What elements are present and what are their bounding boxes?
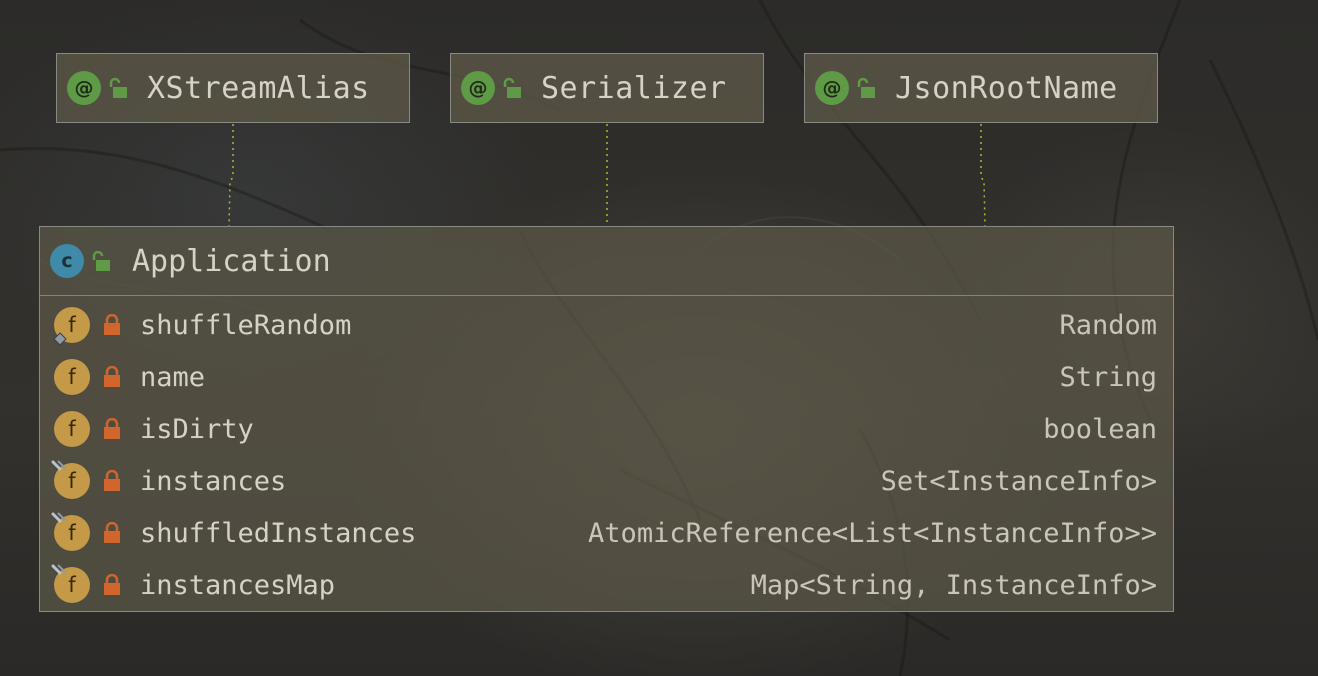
class-application[interactable]: c Application f shuffleRandom Random [39, 226, 1174, 612]
field-row[interactable]: f name String [40, 351, 1173, 403]
annotation-icon: @ [815, 71, 849, 105]
field-name: isDirty [140, 413, 254, 445]
class-icon: c [50, 244, 84, 278]
public-unlock-icon [92, 250, 110, 271]
annotation-name: JsonRootName [895, 70, 1118, 106]
field-type: Set<InstanceInfo> [880, 465, 1157, 497]
final-pin-icon [51, 512, 66, 523]
field-name: name [140, 361, 206, 393]
field-row[interactable]: f instances Set<InstanceInfo> [40, 455, 1173, 507]
private-lock-icon [104, 522, 120, 543]
field-icon: f [54, 411, 90, 447]
public-unlock-icon [857, 77, 875, 98]
final-pin-icon [51, 564, 66, 575]
private-lock-icon [104, 418, 120, 439]
annotation-icon: @ [67, 71, 101, 105]
field-type: AtomicReference<List<InstanceInfo>> [588, 517, 1157, 549]
field-row[interactable]: f shuffleRandom Random [40, 299, 1173, 351]
field-row[interactable]: f shuffledInstances AtomicReference<List… [40, 507, 1173, 559]
public-unlock-icon [503, 77, 521, 98]
annotation-serializer[interactable]: @ Serializer [450, 53, 764, 123]
annotation-name: XStreamAlias [147, 70, 370, 106]
field-name: instances [140, 465, 287, 497]
field-name: shuffleRandom [140, 309, 352, 341]
private-lock-icon [104, 574, 120, 595]
field-type: Random [1059, 309, 1157, 341]
annotation-jsonrootname[interactable]: @ JsonRootName [804, 53, 1158, 123]
field-row[interactable]: f instancesMap Map<String, InstanceInfo> [40, 559, 1173, 611]
transient-diamond-icon [53, 332, 67, 346]
class-name: Application [132, 243, 331, 279]
field-name: shuffledInstances [140, 517, 417, 549]
field-icon: f [54, 359, 90, 395]
field-name: instancesMap [140, 569, 336, 601]
field-row[interactable]: f isDirty boolean [40, 403, 1173, 455]
annotation-icon: @ [461, 71, 495, 105]
field-type: Map<String, InstanceInfo> [750, 569, 1157, 601]
annotation-xstreamalias[interactable]: @ XStreamAlias [56, 53, 410, 123]
field-type: String [1059, 361, 1157, 393]
private-lock-icon [104, 366, 120, 387]
private-lock-icon [104, 314, 120, 335]
public-unlock-icon [109, 77, 127, 98]
class-header[interactable]: c Application [40, 227, 1173, 296]
final-pin-icon [51, 460, 66, 471]
private-lock-icon [104, 470, 120, 491]
annotation-name: Serializer [541, 70, 727, 106]
field-type: boolean [1043, 413, 1157, 445]
